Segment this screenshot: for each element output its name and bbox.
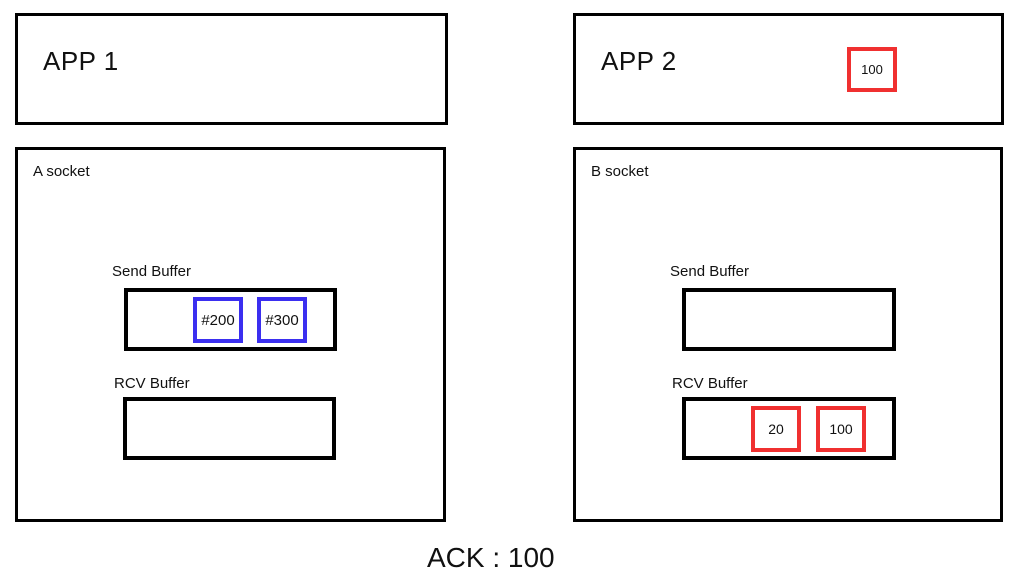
app1-box: APP 1: [15, 13, 448, 125]
ack-caption: ACK : 100: [427, 542, 555, 573]
send-segment-300: #300: [257, 297, 307, 343]
socket-a-send-buffer-label: Send Buffer: [112, 263, 191, 280]
app2-segment-label: 100: [861, 62, 883, 77]
socket-b-send-buffer-label: Send Buffer: [670, 263, 749, 280]
app2-box: APP 2 100: [573, 13, 1004, 125]
rcv-segment-100: 100: [816, 406, 866, 452]
socket-b-rcv-buffer: 20 100: [682, 397, 896, 460]
socket-a-box: A socket Send Buffer #200 #300 RCV Buffe…: [15, 147, 446, 522]
segment-label: 20: [768, 421, 784, 437]
app2-data-segment: 100: [847, 47, 897, 92]
socket-b-box: B socket Send Buffer RCV Buffer 20 100: [573, 147, 1003, 522]
socket-a-label: A socket: [33, 163, 90, 180]
socket-a-rcv-buffer-label: RCV Buffer: [114, 375, 190, 392]
app2-title: APP 2: [601, 46, 677, 76]
segment-label: 100: [829, 421, 853, 437]
segment-label: #200: [201, 311, 235, 329]
socket-a-send-buffer: #200 #300: [124, 288, 337, 351]
socket-b-label: B socket: [591, 163, 649, 180]
socket-b-send-buffer: [682, 288, 896, 351]
socket-b-rcv-buffer-label: RCV Buffer: [672, 375, 748, 392]
send-segment-200: #200: [193, 297, 243, 343]
rcv-segment-20: 20: [751, 406, 801, 452]
socket-a-rcv-buffer: [123, 397, 336, 460]
segment-label: #300: [265, 311, 299, 329]
app1-title: APP 1: [43, 46, 119, 76]
